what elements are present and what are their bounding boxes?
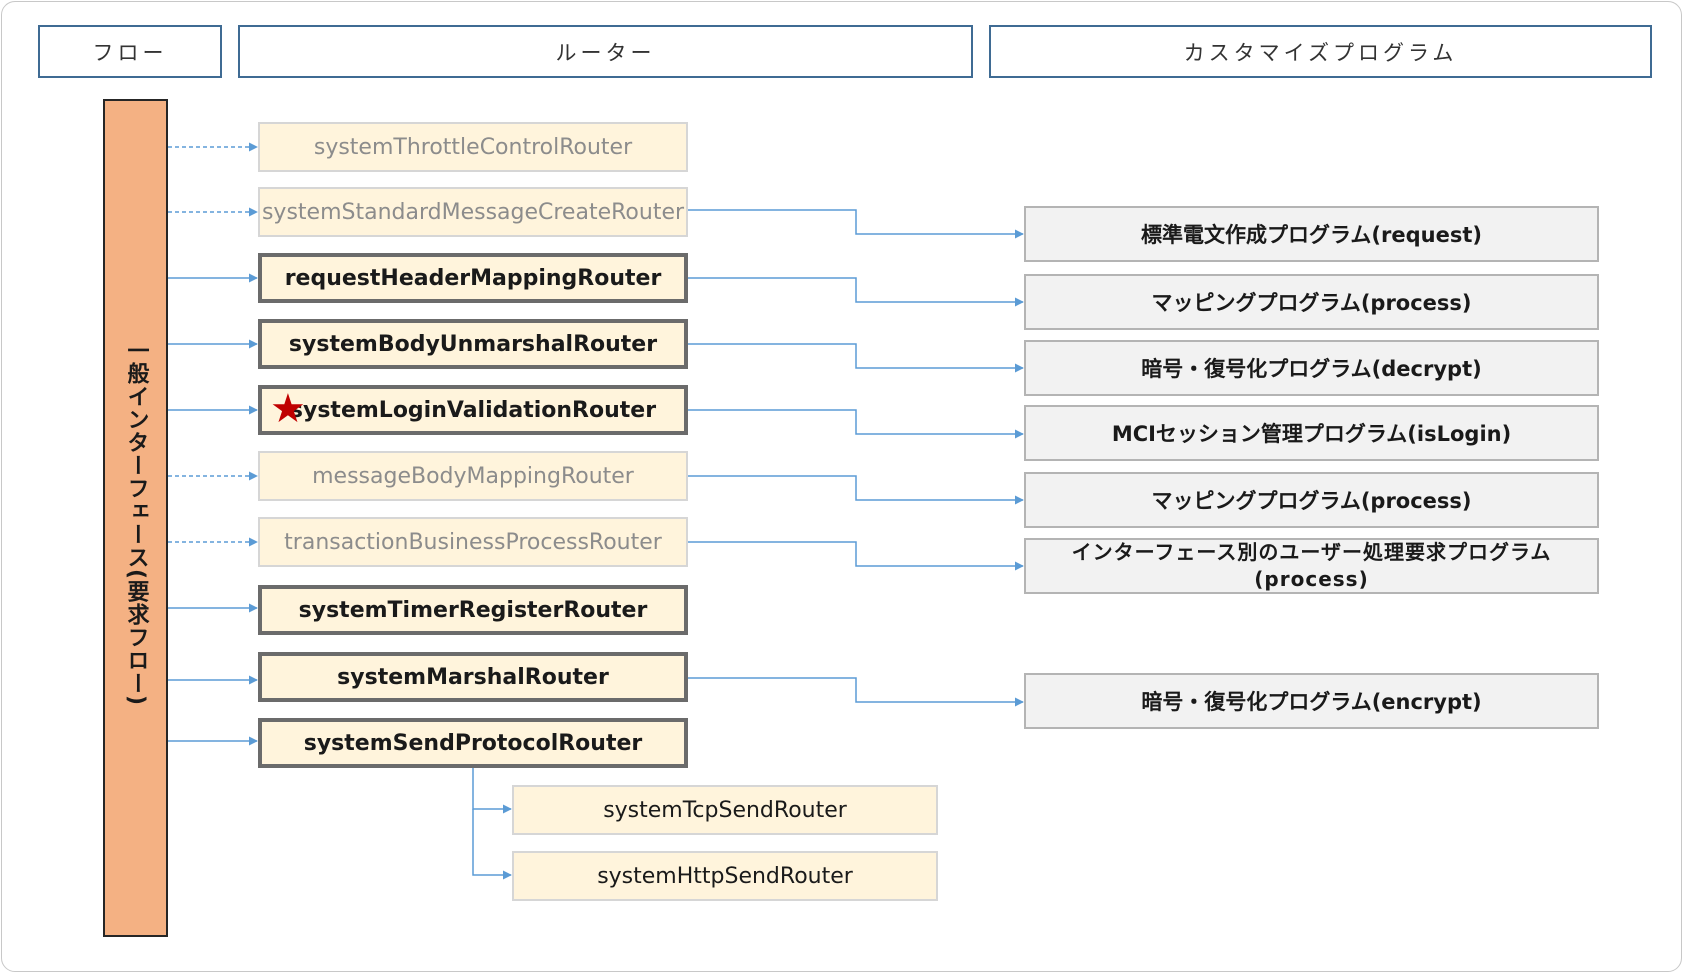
router-label: requestHeaderMappingRouter <box>284 265 662 291</box>
connector-router-program-5 <box>688 475 1024 505</box>
router-system-timer-register: systemTimerRegisterRouter <box>258 585 688 635</box>
router-label: systemTcpSendRouter <box>603 797 847 823</box>
router-system-marshal: systemMarshalRouter <box>258 652 688 702</box>
header-flow: フロー <box>38 25 222 78</box>
program-label: MCIセッション管理プログラム(isLogin) <box>1111 422 1512 446</box>
router-label: transactionBusinessProcessRouter <box>284 529 662 555</box>
router-message-body-mapping: messageBodyMappingRouter <box>258 451 688 501</box>
router-system-throttle-control: systemThrottleControlRouter <box>258 122 688 172</box>
connector-router-program-4 <box>688 409 1024 439</box>
connector-send-http <box>472 809 512 880</box>
connector-router-program-2 <box>688 277 1024 307</box>
router-request-header-mapping: requestHeaderMappingRouter <box>258 253 688 303</box>
header-custom-program: カスタマイズプログラム <box>989 25 1652 78</box>
router-label: systemTimerRegisterRouter <box>298 597 648 623</box>
router-system-login-validation: ★ systemLoginValidationRouter <box>258 385 688 435</box>
program-mapping-body: マッピングプログラム(process) <box>1024 472 1599 528</box>
router-label: systemHttpSendRouter <box>597 863 853 889</box>
router-label: systemStandardMessageCreateRouter <box>261 199 685 225</box>
flow-bar-label: 一般インターフェース(要求フロー) <box>123 339 149 707</box>
program-label: 暗号・復号化プログラム(decrypt) <box>1141 357 1482 381</box>
router-system-body-unmarshal: systemBodyUnmarshalRouter <box>258 319 688 369</box>
connector-router-program-1 <box>688 209 1024 239</box>
program-label: 標準電文作成プログラム(request) <box>1141 223 1482 247</box>
router-label: systemMarshalRouter <box>337 664 609 690</box>
router-system-http-send: systemHttpSendRouter <box>512 851 938 901</box>
program-label: マッピングプログラム(process) <box>1151 489 1472 513</box>
program-encrypt: 暗号・復号化プログラム(encrypt) <box>1024 673 1599 729</box>
router-transaction-business-process: transactionBusinessProcessRouter <box>258 517 688 567</box>
connector-router-program-6 <box>688 541 1024 571</box>
flow-bar: 一般インターフェース(要求フロー) <box>103 99 168 937</box>
router-label: systemSendProtocolRouter <box>303 730 643 756</box>
program-label: マッピングプログラム(process) <box>1151 291 1472 315</box>
program-standard-message-create: 標準電文作成プログラム(request) <box>1024 206 1599 262</box>
program-user-process: インターフェース別のユーザー処理要求プログラム(process) <box>1024 538 1599 594</box>
router-label: messageBodyMappingRouter <box>312 463 634 489</box>
router-system-standard-message-create: systemStandardMessageCreateRouter <box>258 187 688 237</box>
router-label: systemThrottleControlRouter <box>313 134 633 160</box>
router-system-send-protocol: systemSendProtocolRouter <box>258 718 688 768</box>
connector-router-program-3 <box>688 343 1024 373</box>
program-label: インターフェース別のユーザー処理要求プログラム(process) <box>1071 540 1552 591</box>
program-mci-session: MCIセッション管理プログラム(isLogin) <box>1024 405 1599 461</box>
router-label: systemBodyUnmarshalRouter <box>288 331 658 357</box>
program-decrypt: 暗号・復号化プログラム(decrypt) <box>1024 340 1599 396</box>
program-mapping-header: マッピングプログラム(process) <box>1024 274 1599 330</box>
router-label: systemLoginValidationRouter <box>289 397 657 423</box>
connector-send-tcp <box>472 766 512 814</box>
connector-router-program-7 <box>688 677 1024 707</box>
program-label: 暗号・復号化プログラム(encrypt) <box>1141 690 1482 714</box>
router-system-tcp-send: systemTcpSendRouter <box>512 785 938 835</box>
star-icon: ★ <box>270 386 306 433</box>
header-router: ルーター <box>238 25 973 78</box>
